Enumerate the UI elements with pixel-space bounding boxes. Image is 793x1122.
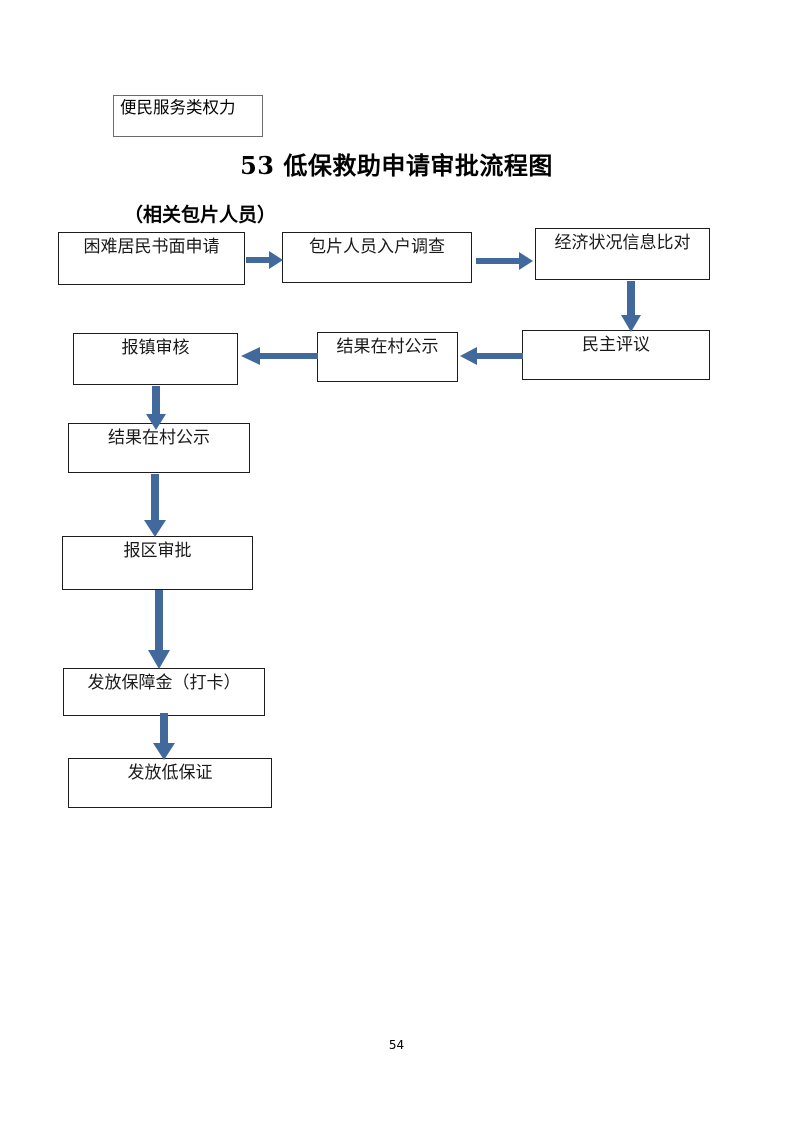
flow-arrow-n2-n3 [476,250,534,272]
flow-node-n9: 发放保障金（打卡） [63,668,265,716]
flow-node-n7: 结果在村公示 [68,423,250,473]
flow-node-label: 发放低保证 [127,763,213,783]
flow-node-label: 民主评议 [582,335,650,355]
flow-node-label: 报镇审核 [121,338,190,358]
flow-arrow-n4-n5 [459,345,523,367]
flow-node-n1: 困难居民书面申请 [58,232,245,285]
flow-node-label: 发放保障金（打卡） [87,673,241,693]
flow-arrow-n1-n2 [246,249,284,271]
flow-node-n5: 结果在村公示 [317,332,458,382]
page-number: 54 [388,1038,405,1052]
flow-subtitle: （相关包片人员） [124,204,277,226]
flow-arrow-n6-n7 [145,386,167,431]
flow-arrow-n8-n9 [147,590,171,670]
flow-node-n8: 报区审批 [62,536,253,590]
flow-arrow-n9-n10 [152,713,176,761]
flow-node-n3: 经济状况信息比对 [535,228,710,280]
flow-node-label: 困难居民书面申请 [83,237,220,257]
flow-node-label: 结果在村公示 [336,337,439,357]
flow-node-n10: 发放低保证 [68,758,272,808]
page-title: 53 低保救助申请审批流程图 [240,151,553,180]
flow-arrow-n3-n4 [620,281,642,333]
category-label: 便民服务类权力 [120,98,236,117]
flow-arrow-n7-n8 [143,474,167,538]
flow-node-label: 结果在村公示 [108,428,210,448]
flow-node-label: 报区审批 [123,541,192,561]
flow-node-label: 包片人员入户调查 [309,237,445,257]
category-box: 便民服务类权力 [113,95,263,137]
flow-node-n2: 包片人员入户调查 [282,232,472,283]
flow-node-label: 经济状况信息比对 [554,233,691,253]
flow-node-n4: 民主评议 [522,330,710,380]
flow-node-n6: 报镇审核 [73,333,238,385]
flow-arrow-n5-n6 [240,345,318,367]
